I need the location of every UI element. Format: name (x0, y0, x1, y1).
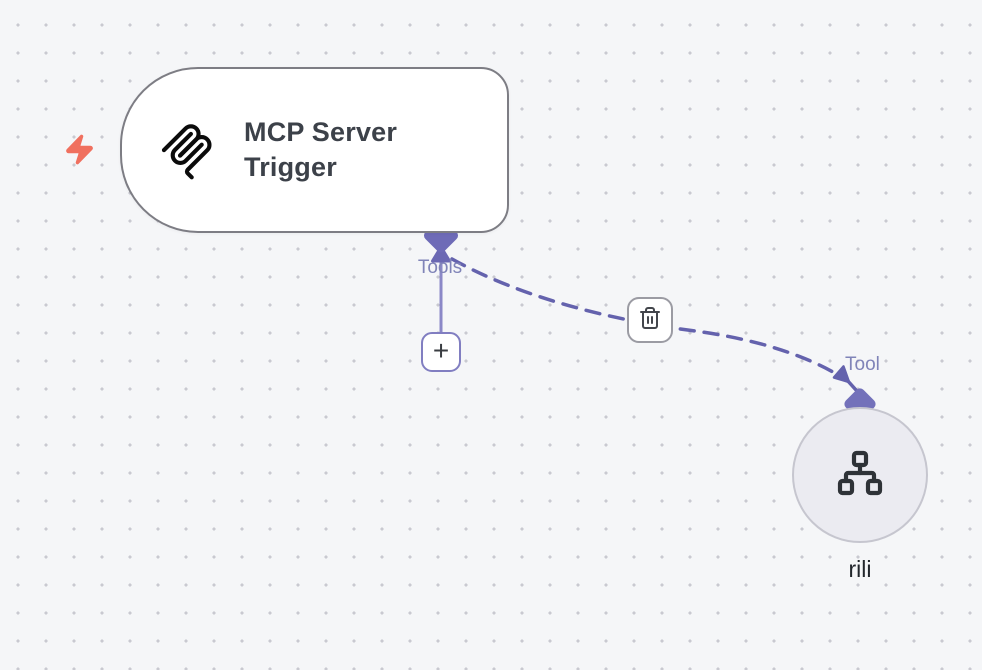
sitemap-icon (836, 449, 884, 502)
tool-connection-stub (845, 378, 858, 392)
node-title: MCP Server Trigger (244, 117, 398, 182)
trash-icon (638, 306, 662, 335)
node-mcp-server-trigger[interactable]: MCP Server Trigger (120, 67, 509, 233)
tools-arrowhead-icon (431, 245, 451, 263)
lightning-bolt-icon (63, 126, 96, 173)
tool-arrowhead-icon (832, 365, 851, 384)
tool-node-name: rili (848, 556, 872, 582)
add-tool-button[interactable]: + (421, 332, 461, 372)
mcp-logo-icon (156, 117, 218, 183)
tools-endpoint-label: Tools (417, 257, 463, 278)
plus-icon: + (432, 335, 450, 366)
delete-connection-button[interactable] (627, 297, 673, 343)
tool-endpoint-label: Tool (845, 354, 880, 375)
node-rili-tool[interactable] (792, 407, 928, 543)
